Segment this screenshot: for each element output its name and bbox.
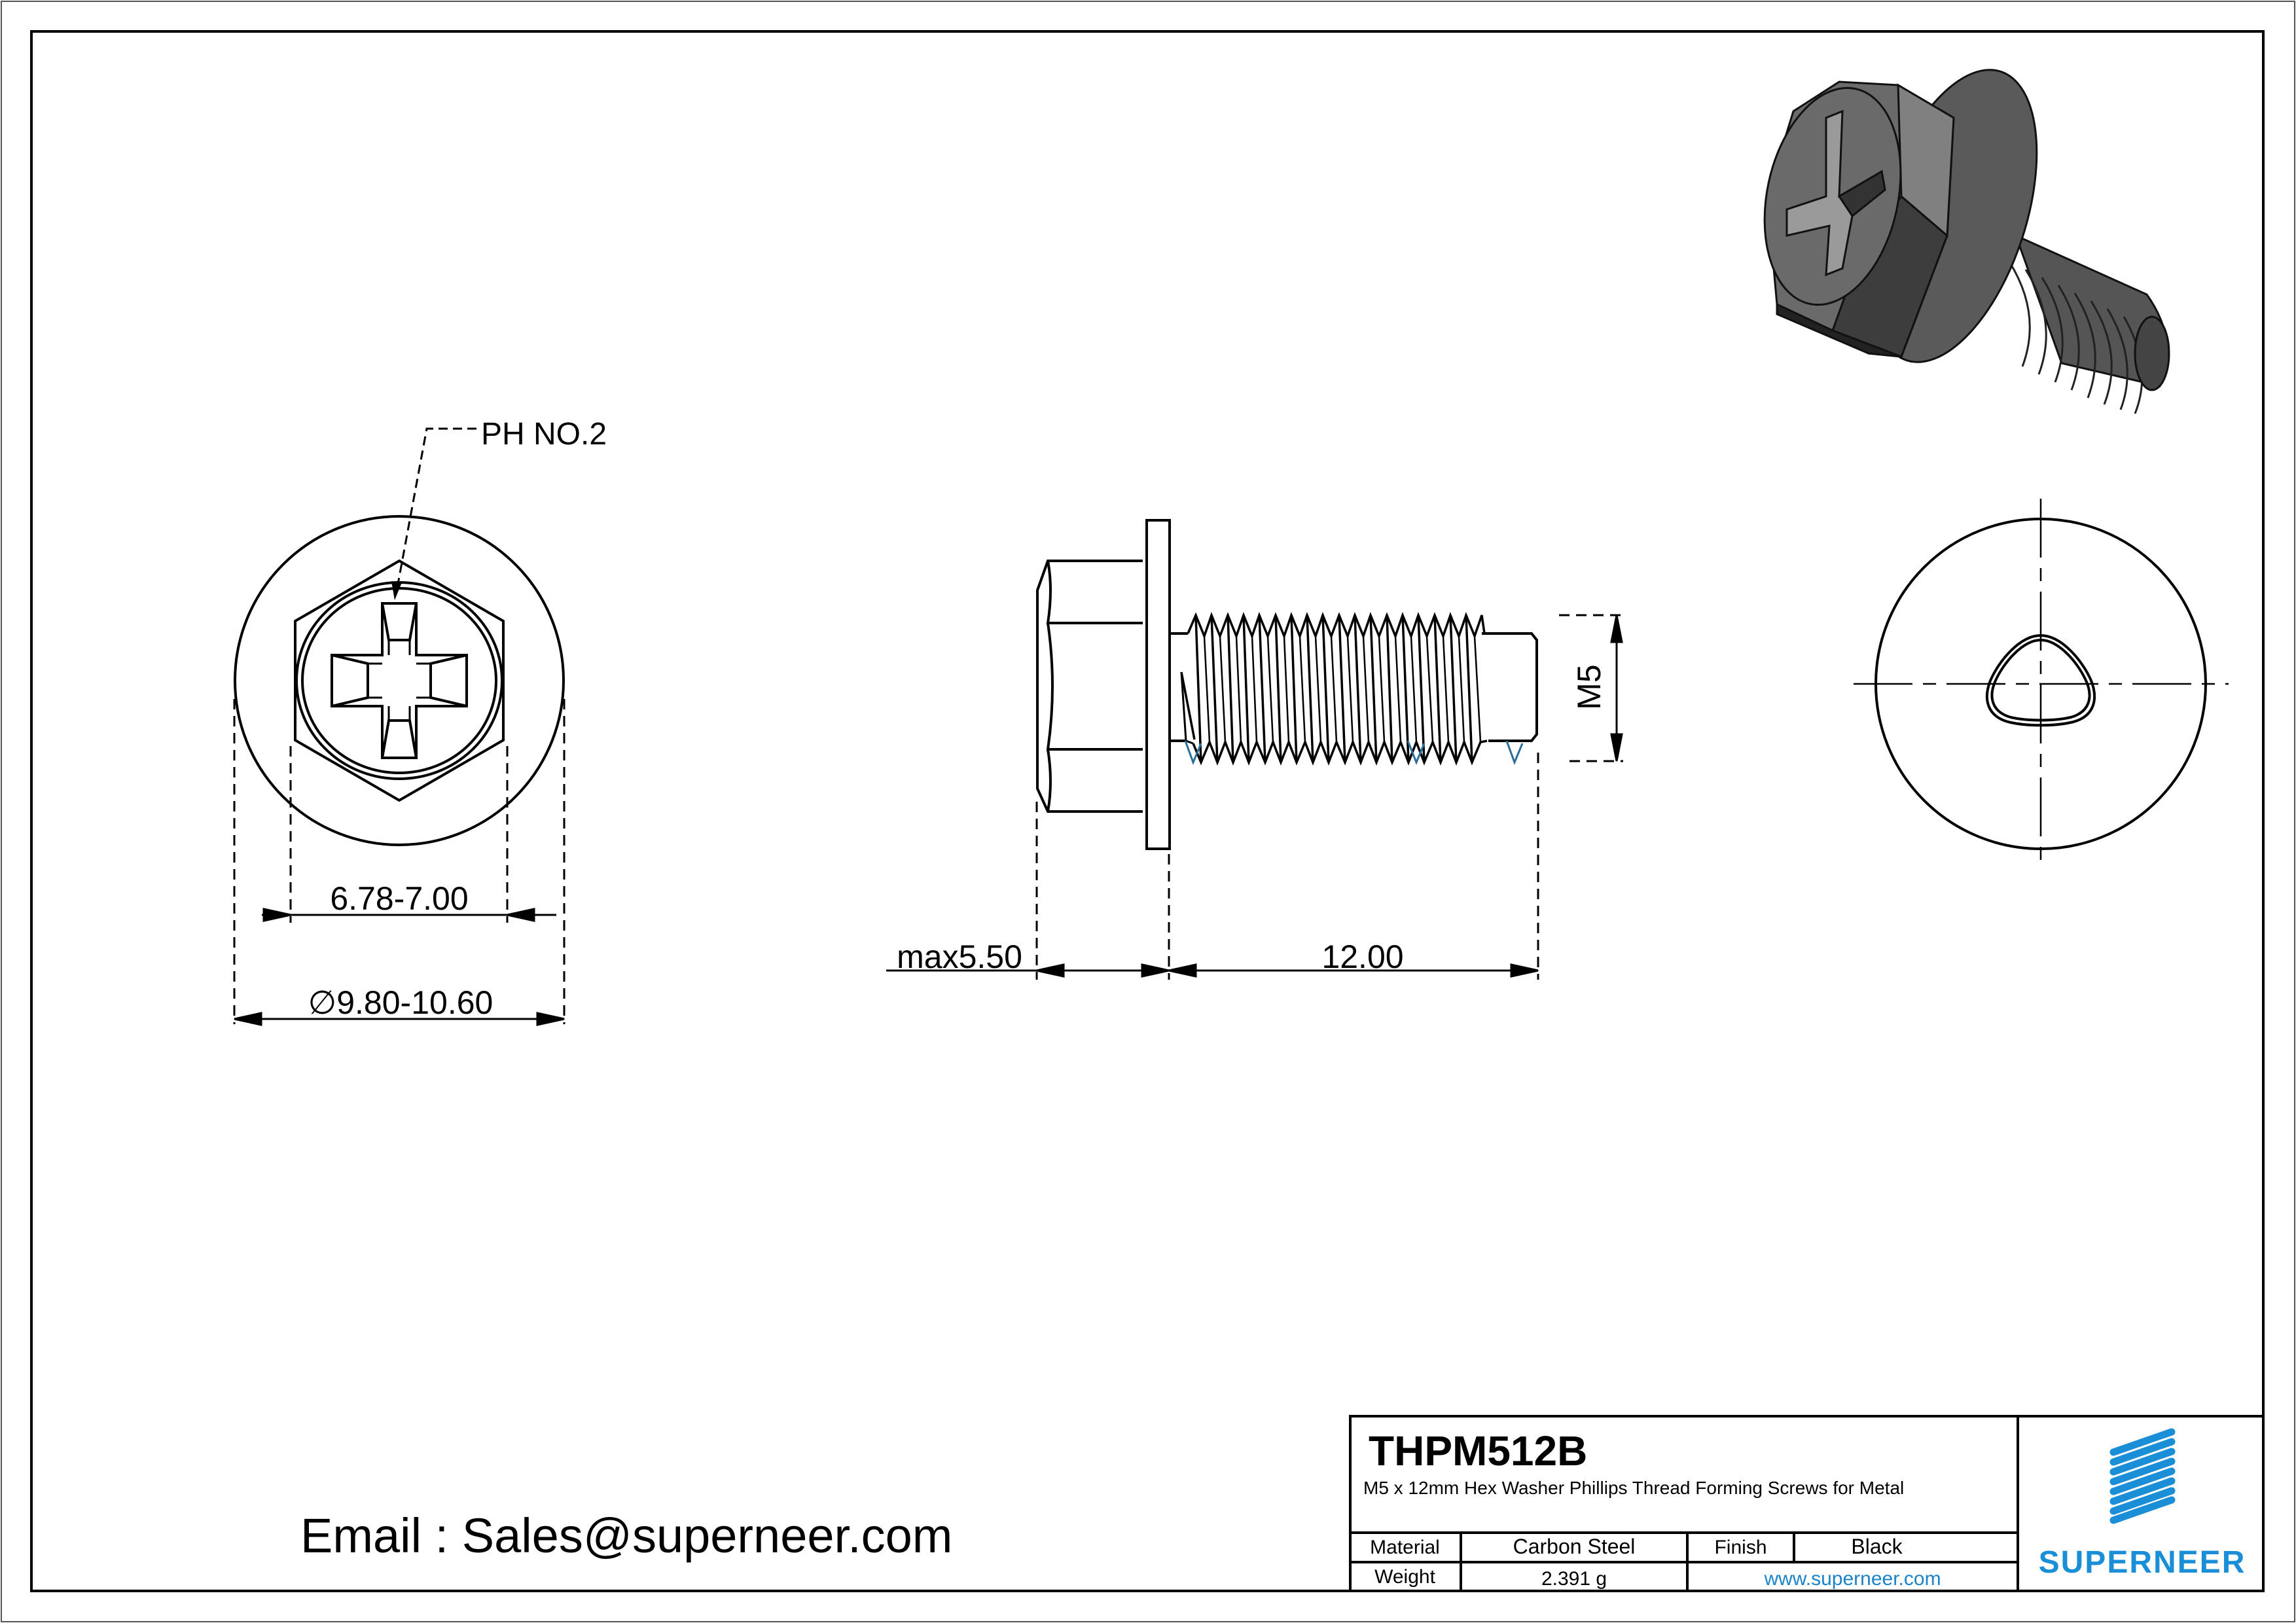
- title-block-lines: [1349, 1415, 2019, 1591]
- leader-arrowhead: [391, 581, 402, 600]
- logo-mark: [2109, 1428, 2176, 1524]
- thread-profile: [1180, 612, 1488, 766]
- isometric-render: [1763, 69, 2170, 414]
- head-height-value: max5.50: [897, 938, 1022, 975]
- recess-leader: [395, 427, 476, 592]
- side-view-extension-lines: [1035, 614, 1623, 980]
- diameter-symbol-icon: ∅: [308, 984, 337, 1021]
- material-value: Carbon Steel: [1513, 1535, 1636, 1558]
- weight-value: 2.391 g: [1541, 1568, 1607, 1590]
- part-description: M5 x 12mm Hex Washer Phillips Thread For…: [1363, 1478, 1905, 1498]
- material-label: Material: [1370, 1537, 1440, 1558]
- top-view-extension-lines: [233, 699, 565, 1024]
- finish-value: Black: [1851, 1535, 1903, 1558]
- top-view: [234, 515, 565, 846]
- contact-email: Email : Sales@superneer.com: [300, 1508, 953, 1563]
- washer-diameter-dimension: [234, 1012, 565, 1026]
- part-code: THPM512B: [1369, 1427, 1588, 1474]
- bottom-view-centerlines: [1854, 499, 2229, 870]
- thread-size-dimension: [1610, 615, 1623, 762]
- washer-diameter-text: 9.80-10.60: [336, 984, 493, 1021]
- hex-flats-dimension: [262, 908, 556, 922]
- thread-size-value: M5: [1571, 664, 1607, 710]
- recess-callout: PH NO.2: [481, 417, 607, 452]
- weight-label: Weight: [1374, 1566, 1435, 1588]
- hex-flats-value: 6.78-7.00: [330, 880, 469, 917]
- brand-logo-text: SUPERNEER: [2038, 1545, 2246, 1580]
- sheet-inner-border: [30, 30, 2265, 1592]
- thread-highlight: [1184, 740, 1524, 766]
- side-view: [1036, 519, 1538, 850]
- washer-diameter-value: ∅9.80-10.60: [308, 986, 493, 1019]
- website-link[interactable]: www.superneer.com: [1764, 1568, 1941, 1590]
- finish-label: Finish: [1714, 1537, 1767, 1558]
- length-value: 12.00: [1321, 938, 1404, 975]
- title-block: THPM512B M5 x 12mm Hex Washer Phillips T…: [1349, 1415, 2263, 1591]
- head-height-dimension: [886, 963, 1539, 978]
